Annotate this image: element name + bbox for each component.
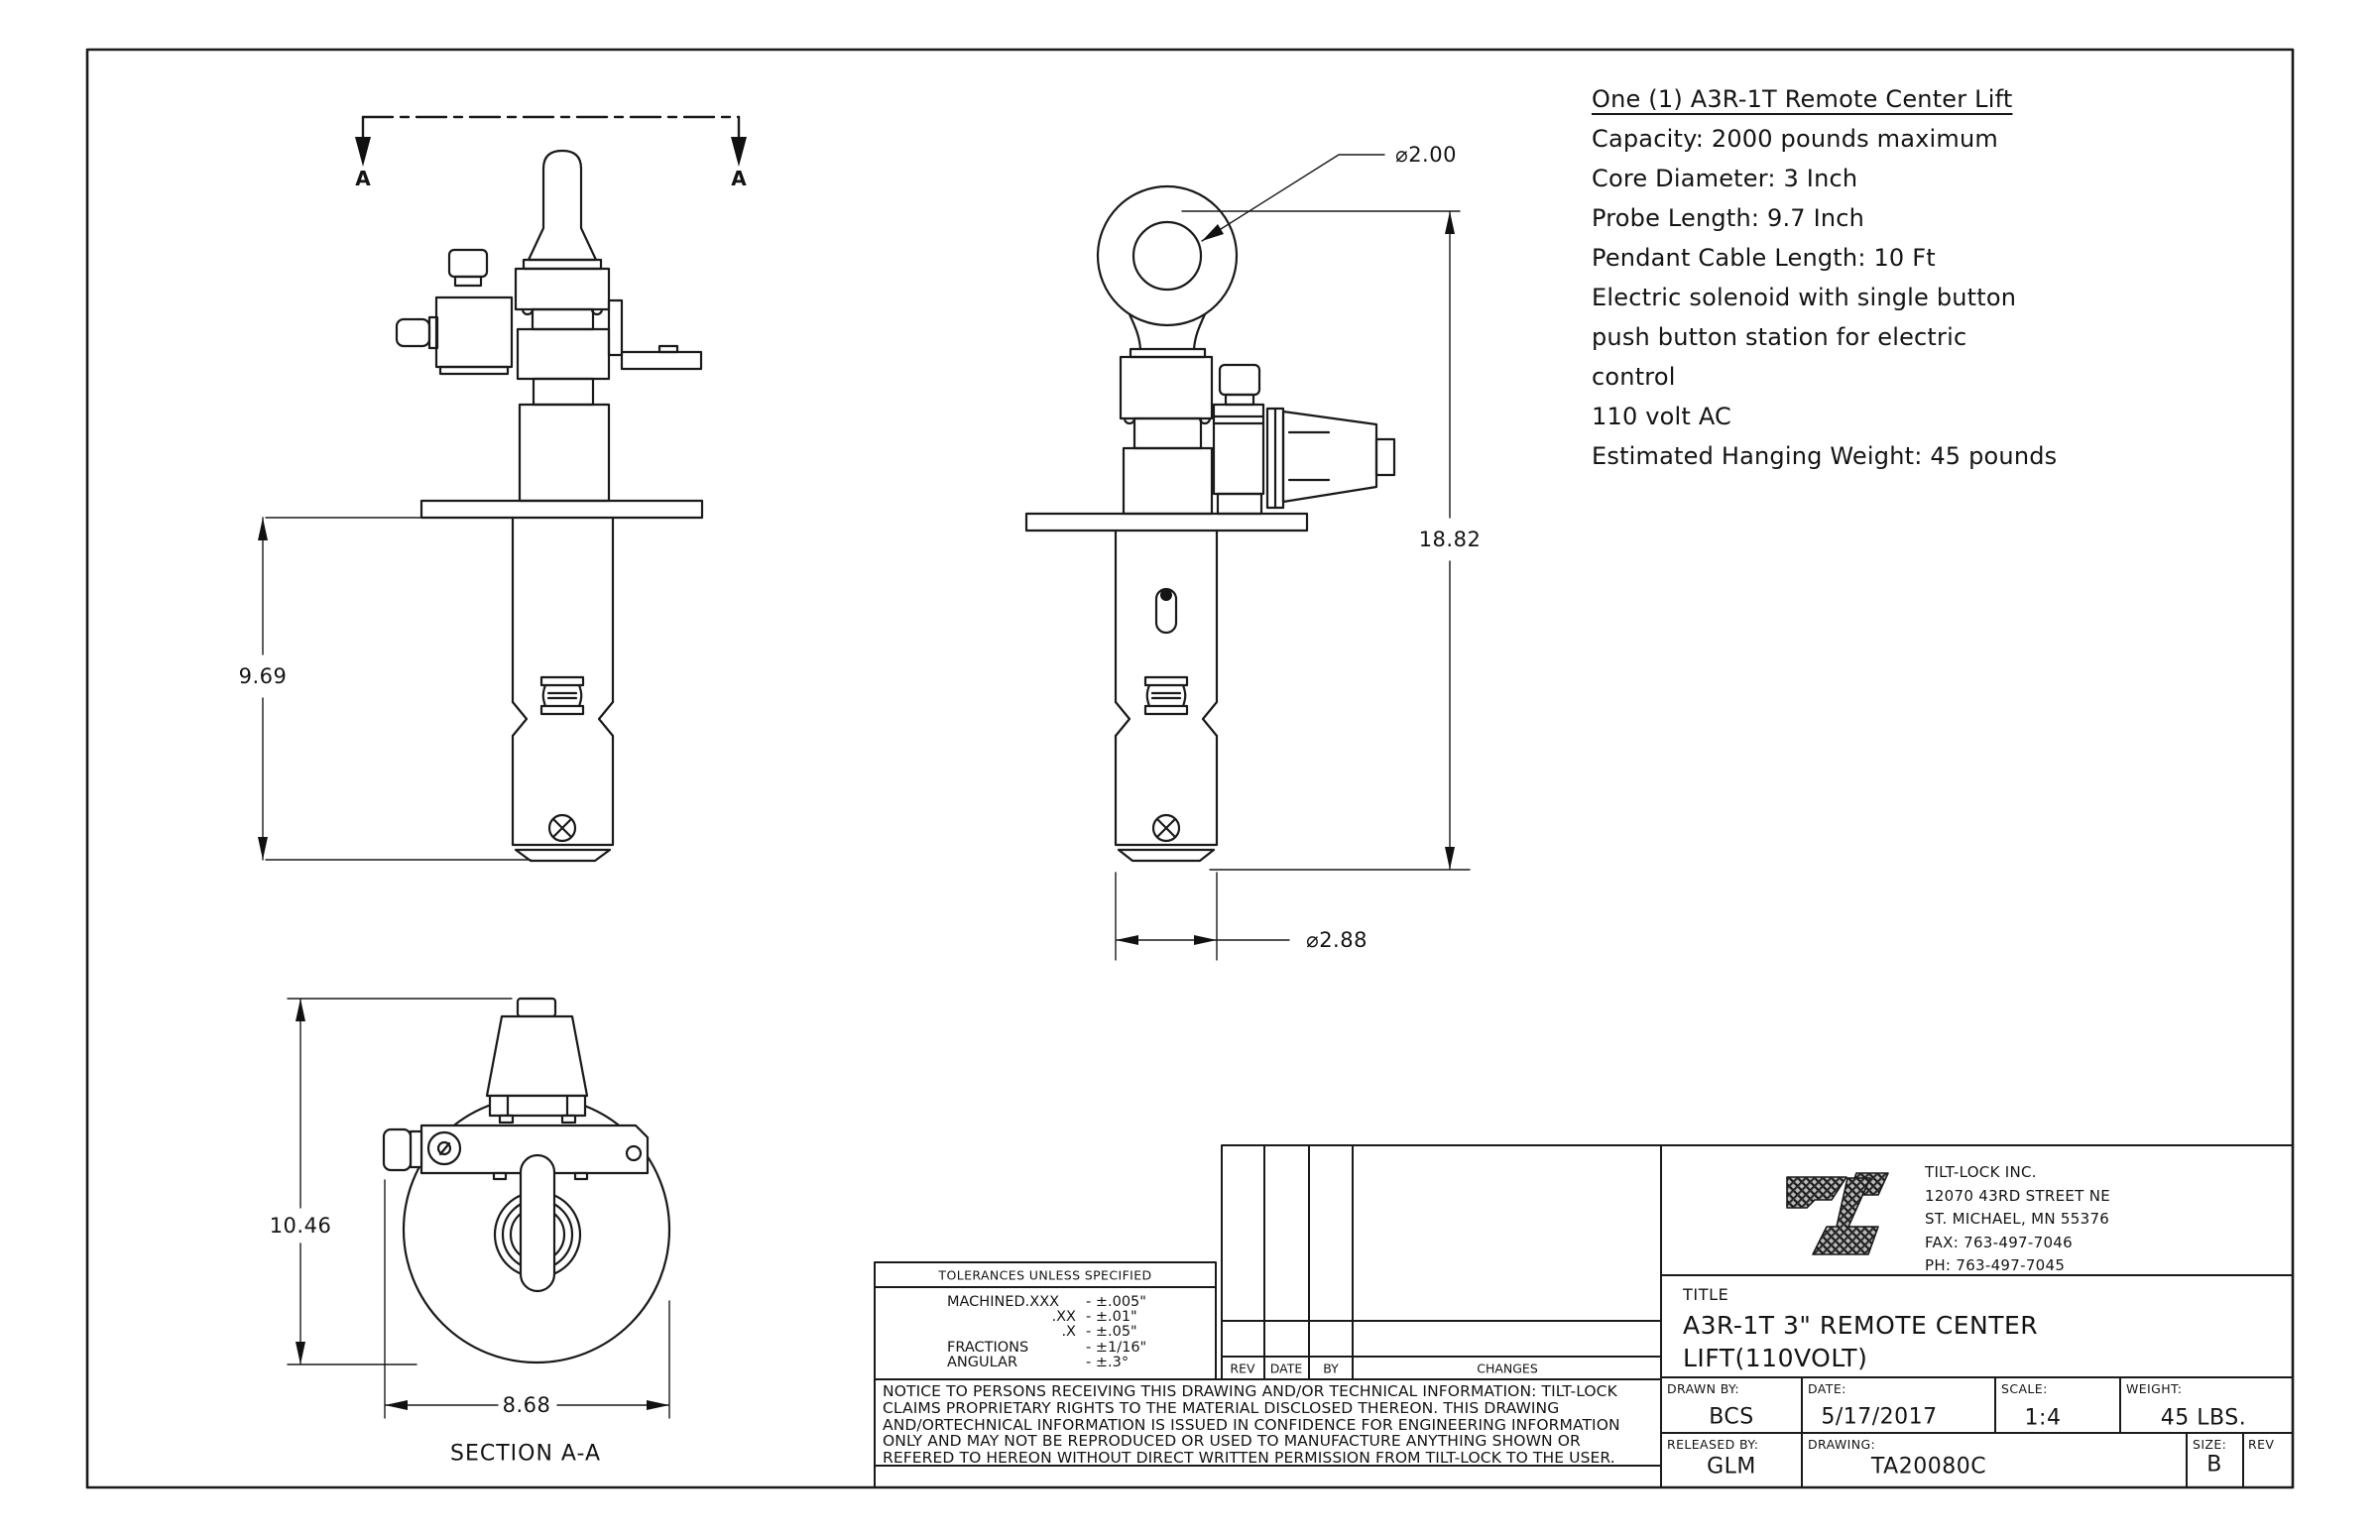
title-label: TITLE xyxy=(1683,1285,1729,1304)
notice-line: AND/ORTECHNICAL INFORMATION IS ISSUED IN… xyxy=(883,1415,1620,1434)
section-view-label: SECTION A-A xyxy=(450,1441,601,1467)
size-value: B xyxy=(2206,1452,2222,1478)
drawing-title-line1: A3R-1T 3" REMOTE CENTER xyxy=(1683,1311,2039,1340)
size-label: SIZE: xyxy=(2193,1437,2227,1452)
title-block-lines xyxy=(1661,1145,2293,1487)
sheet-border xyxy=(87,50,2293,1487)
notice-line: ONLY AND MAY NOT BE REPRODUCED OR USED T… xyxy=(883,1432,1581,1451)
notice-line: CLAIMS PROPRIETARY RIGHTS TO THE MATERIA… xyxy=(883,1398,1560,1417)
spec-line: Estimated Hanging Weight: 45 pounds xyxy=(1592,442,2058,470)
dimension-9-69 xyxy=(258,518,531,860)
rev-table-header-changes: CHANGES xyxy=(1477,1361,1538,1376)
date-label: DATE: xyxy=(1808,1381,1846,1396)
side-view xyxy=(355,117,747,861)
rev-table-header-date: DATE xyxy=(1269,1361,1303,1376)
drawn-by-label: DRAWN BY: xyxy=(1667,1381,1740,1396)
leader-dia-2-00 xyxy=(1202,155,1384,241)
tolerances-list: MACHINED.XXX- ±.005" .XX- ±.01" .X- ±.05… xyxy=(947,1294,1205,1370)
company-logo xyxy=(1787,1173,1888,1254)
spec-line: Pendant Cable Length: 10 Ft xyxy=(1592,244,1936,272)
released-by-label: RELEASED BY: xyxy=(1667,1437,1759,1452)
spec-line: Electric solenoid with single button xyxy=(1592,284,2017,311)
spec-line: control xyxy=(1592,363,1676,391)
tolerance-row: MACHINED.XXX- ±.005" xyxy=(947,1294,1146,1310)
spec-line: Probe Length: 9.7 Inch xyxy=(1592,204,1865,232)
company-info: TILT-LOCK INC. 12070 43RD STREET NE ST. … xyxy=(1925,1161,2110,1278)
company-name: TILT-LOCK INC. xyxy=(1925,1163,2037,1181)
spec-line: Core Diameter: 3 Inch xyxy=(1592,165,1858,192)
tolerance-row: .XX- ±.01" xyxy=(1051,1309,1137,1326)
notice-line: REFERED TO HEREON WITHOUT DIRECT WRITTEN… xyxy=(883,1449,1615,1468)
dim-label-overall-height: 18.82 xyxy=(1414,528,1486,551)
scale-label: SCALE: xyxy=(2001,1381,2048,1396)
spec-line: Capacity: 2000 pounds maximum xyxy=(1592,125,1998,153)
notice-line: NOTICE TO PERSONS RECEIVING THIS DRAWING… xyxy=(883,1382,1617,1400)
drawn-by-value: BCS xyxy=(1709,1404,1754,1430)
company-phone: PH: 763-497-7045 xyxy=(1925,1256,2066,1274)
dim-label-probe-length: 9.69 xyxy=(234,664,292,688)
section-arrow-right xyxy=(731,137,747,167)
cut-label-a-right: A xyxy=(731,167,747,190)
scale-value: 1:4 xyxy=(2024,1405,2062,1431)
released-by-value: GLM xyxy=(1707,1454,1756,1480)
rev-table-header-rev: REV xyxy=(1230,1361,1255,1376)
dimension-10-46 xyxy=(288,999,512,1364)
section-arrow-left xyxy=(355,137,371,167)
rev-label: REV xyxy=(2248,1437,2275,1452)
dimension-dia-2-88 xyxy=(1116,873,1289,960)
revision-table-lines xyxy=(1222,1145,2293,1379)
dim-label-probe-diameter: ⌀2.88 xyxy=(1306,928,1368,952)
date-value: 5/17/2017 xyxy=(1821,1404,1938,1430)
drawing-title-line2: LIFT(110VOLT) xyxy=(1683,1344,1868,1372)
section-view xyxy=(384,999,669,1362)
tolerance-row: .X- ±.05" xyxy=(1061,1324,1137,1341)
cut-label-a-left: A xyxy=(355,167,371,190)
drawing-title: A3R-1T 3" REMOTE CENTER LIFT(110VOLT) xyxy=(1683,1309,2038,1374)
spec-title: One (1) A3R-1T Remote Center Lift xyxy=(1592,85,2013,113)
proprietary-notice: NOTICE TO PERSONS RECEIVING THIS DRAWING… xyxy=(883,1383,1620,1467)
company-address: ST. MICHAEL, MN 55376 xyxy=(1925,1210,2110,1228)
front-view xyxy=(1026,186,1394,861)
spec-block: One (1) A3R-1T Remote Center Lift Capaci… xyxy=(1592,79,2057,476)
drawing-number-value: TA20080C xyxy=(1870,1454,1987,1480)
tolerance-row: FRACTIONS- ±1/16" xyxy=(947,1339,1147,1356)
dimension-18-82 xyxy=(1182,211,1470,870)
drawing-number-label: DRAWING: xyxy=(1808,1437,1876,1452)
tolerance-box-lines xyxy=(875,1262,1661,1487)
dim-label-eye-hole-diameter: ⌀2.00 xyxy=(1395,143,1457,167)
tolerance-row: ANGULAR- ±.3° xyxy=(947,1354,1130,1370)
tolerances-header: TOLERANCES UNLESS SPECIFIED xyxy=(938,1267,1152,1283)
rev-table-header-by: BY xyxy=(1323,1361,1339,1376)
company-fax: FAX: 763-497-7046 xyxy=(1925,1233,2073,1251)
spec-line: 110 volt AC xyxy=(1592,403,1731,430)
dimension-8-68 xyxy=(385,1180,669,1418)
weight-value: 45 LBS. xyxy=(2160,1405,2247,1431)
dim-label-section-height: 10.46 xyxy=(265,1214,336,1238)
dim-label-section-width: 8.68 xyxy=(498,1393,555,1417)
spec-line: push button station for electric xyxy=(1592,323,1967,351)
weight-label: WEIGHT: xyxy=(2126,1381,2183,1396)
company-address: 12070 43RD STREET NE xyxy=(1925,1186,2111,1205)
